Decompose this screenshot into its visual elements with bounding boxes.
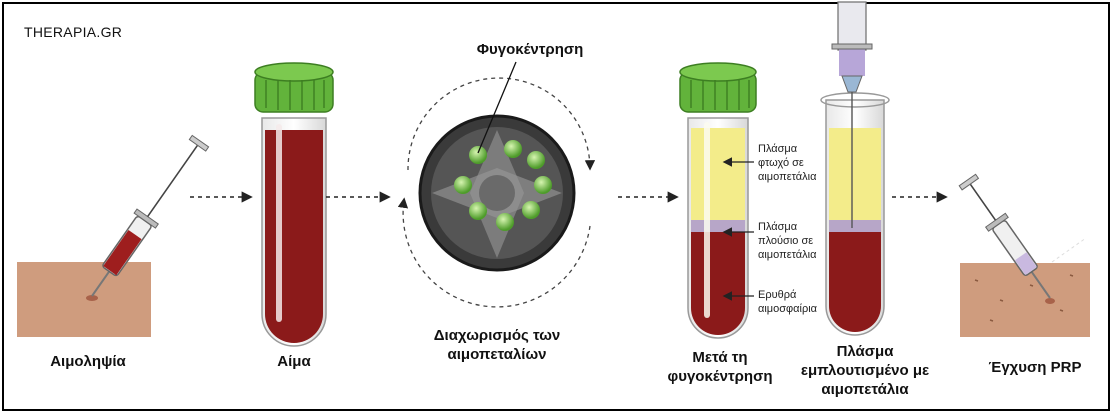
note-ppp-line-1: Πλάσμα [758, 143, 798, 155]
brand-watermark: THERAPIA.GR [24, 24, 123, 40]
sample-well [454, 176, 472, 194]
separation-line-1: Διαχωρισμός των [433, 327, 561, 344]
note-prp-line-1: Πλάσμα [758, 221, 798, 233]
step-label-plasma: Πλάσμα εμπλουτισμένο με αιμοπετάλια [790, 342, 940, 399]
sample-well [469, 202, 487, 220]
step-label-draw: Αιμοληψία [50, 353, 126, 370]
step-label-inject: Έγχυση PRP [988, 359, 1082, 376]
blood-draw-illustration [17, 134, 210, 337]
centrifuge [397, 61, 596, 308]
centrifuge-label: Φυγοκέντρηση [476, 41, 584, 58]
note-rbc-line-1: Ερυθρά [758, 289, 797, 301]
note-rbc-line-2: αιμοσφαίρια [758, 303, 818, 315]
note-prp-line-2: πλούσιο σε [758, 235, 814, 247]
step-label-separation: Διαχωρισμός των αιμοπεταλίων [412, 326, 582, 364]
syringe-inject [958, 173, 1051, 299]
step-label-blood: Αίμα [277, 353, 311, 370]
plasma-line-2: εμπλουτισμένο με [800, 362, 930, 379]
sample-well [496, 213, 514, 231]
blood-tube [254, 62, 334, 347]
note-rbc: Ερυθρά αιμοσφαίρια [758, 288, 817, 316]
note-prp: Πλάσμα πλούσιο σε αιμοπετάλια [758, 220, 816, 262]
layer-rbc [691, 232, 745, 335]
sample-well [504, 140, 522, 158]
layer-prp [691, 220, 745, 232]
sample-well [527, 151, 545, 169]
syringe-draw [91, 134, 210, 297]
sample-well [534, 176, 552, 194]
centrifuge-pointer [477, 61, 517, 154]
layer-ppp [691, 128, 745, 220]
diagram-frame [2, 2, 1110, 411]
prp-injection-illustration [958, 173, 1090, 337]
separated-tube [679, 62, 757, 339]
separation-line-2: αιμοπεταλίων [447, 346, 547, 363]
note-prp-line-3: αιμοπετάλια [758, 249, 817, 261]
sample-well [469, 146, 487, 164]
puncture-mark [86, 295, 98, 301]
after-line-2: φυγοκέντρηση [667, 368, 773, 385]
note-ppp-line-2: φτωχό σε [758, 157, 804, 169]
step-label-after: Μετά τη φυγοκέντρηση [650, 348, 790, 386]
plasma-line-3: αιμοπετάλια [821, 381, 909, 398]
plasma-line-1: Πλάσμα [836, 343, 894, 360]
rotation-arrow-bottom [397, 197, 591, 308]
note-ppp-line-3: αιμοπετάλια [758, 171, 817, 183]
prp-extraction-tube [820, 1, 890, 336]
rotation-arrow-top [407, 77, 596, 171]
after-line-1: Μετά τη [692, 349, 748, 366]
syringe-extract [831, 1, 873, 228]
sample-well [522, 201, 540, 219]
skin-patch [17, 262, 151, 337]
note-ppp: Πλάσμα φτωχό σε αιμοπετάλια [758, 142, 816, 184]
